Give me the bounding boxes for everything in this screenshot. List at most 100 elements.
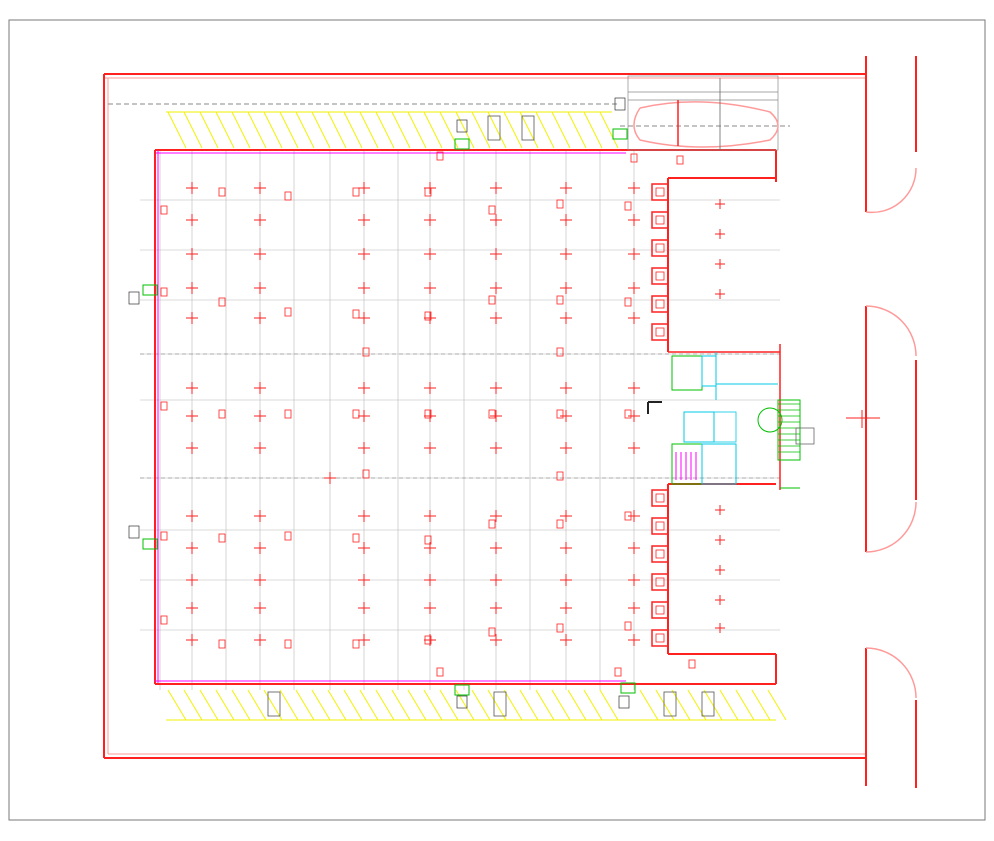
- parking-stripe-top: [391, 111, 411, 149]
- equipment-tag: [424, 635, 432, 645]
- parking-stripe-top: [295, 111, 315, 149]
- parking-stripe-bottom: [199, 689, 219, 721]
- equipment-tag: [218, 639, 226, 649]
- dock-door-inner: [655, 577, 665, 587]
- parking-stripe-bottom: [311, 689, 331, 721]
- parking-stripe-top: [311, 111, 331, 149]
- dock-door-inner: [655, 187, 665, 197]
- dock-door-frame: [651, 489, 669, 507]
- equipment-tag: [624, 621, 632, 631]
- parking-stripe-bottom: [183, 689, 203, 721]
- parking-stripe-bottom: [519, 689, 539, 721]
- dock-door-inner: [655, 493, 665, 503]
- parking-stripe-top: [583, 111, 603, 149]
- exit-arc-1: [865, 167, 917, 214]
- dock-door-frame: [651, 573, 669, 591]
- dock-door-frame: [651, 267, 669, 285]
- parking-stripe-top: [199, 111, 219, 149]
- service-box: [456, 119, 468, 133]
- equipment-tag: [218, 409, 226, 419]
- sheet-border: [8, 19, 986, 821]
- parking-stripe-top: [423, 111, 443, 149]
- parking-stripe-top: [487, 111, 507, 149]
- equipment-tag: [284, 639, 292, 649]
- parking-stripe-bottom: [343, 689, 363, 721]
- core-room-a: [671, 355, 703, 391]
- parking-stripe-top: [407, 111, 427, 149]
- dock-door-frame: [651, 601, 669, 619]
- equipment-tag: [284, 531, 292, 541]
- dock-door-frame: [651, 517, 669, 535]
- parking-stripe-top: [167, 111, 187, 149]
- parking-stripe-top: [327, 111, 347, 149]
- parked-car: [663, 691, 677, 717]
- equipment-tags: [160, 151, 696, 677]
- equipment-tag: [362, 469, 370, 479]
- parking-stripe-bottom-east: [687, 689, 707, 721]
- green-unit: [454, 138, 470, 150]
- yard-track: [633, 101, 779, 148]
- equipment-tag: [624, 511, 632, 521]
- building-walls: [154, 149, 781, 685]
- parking-stripe-bottom: [439, 689, 459, 721]
- service-core-rooms: [128, 75, 815, 709]
- green-unit: [142, 538, 158, 550]
- parking-stripe-top: [247, 111, 267, 149]
- equipment-tag: [362, 347, 370, 357]
- parking-stripe-top: [215, 111, 235, 149]
- core-room-d: [701, 443, 737, 485]
- parking-stripe-top: [375, 111, 395, 149]
- parking-stripe-bottom: [487, 689, 507, 721]
- equipment-tag: [284, 307, 292, 317]
- equipment-tag: [488, 519, 496, 529]
- parking-stripe-bottom: [551, 689, 571, 721]
- dock-door-frame: [651, 545, 669, 563]
- equipment-tag: [218, 187, 226, 197]
- parking-stripe-bottom-east: [735, 689, 755, 721]
- parking-stripe-top: [343, 111, 363, 149]
- exit-door-swings: [865, 167, 917, 699]
- parking-stripe-bottom-east: [703, 689, 723, 721]
- exit-arc-2b: [865, 501, 917, 553]
- parking-stripe-top: [455, 111, 475, 149]
- parking-stripe-top: [183, 111, 203, 149]
- parking-stripe-bottom: [599, 689, 619, 721]
- service-box: [618, 695, 630, 709]
- dock-door-inner: [655, 521, 665, 531]
- dock-door-frame: [651, 183, 669, 201]
- parking-stripe-top: [503, 111, 523, 149]
- parked-car: [701, 691, 715, 717]
- equipment-tag: [424, 311, 432, 321]
- service-box: [456, 695, 468, 709]
- parked-car: [493, 691, 507, 717]
- equipment-tag: [160, 615, 168, 625]
- parked-car: [487, 115, 501, 141]
- equipment-tag: [424, 409, 432, 419]
- equipment-tag: [218, 533, 226, 543]
- equipment-tag: [556, 623, 564, 633]
- equipment-tag: [624, 297, 632, 307]
- equipment-tag: [352, 409, 360, 419]
- dock-door-frame: [651, 211, 669, 229]
- parking-stripe-top: [519, 111, 539, 149]
- parking-stripe-bottom: [535, 689, 555, 721]
- green-unit: [620, 682, 636, 694]
- parking-stripe-bottom-east: [719, 689, 739, 721]
- equipment-tag: [218, 297, 226, 307]
- parking-stripe-bottom: [471, 689, 491, 721]
- exit-arc-2a: [865, 305, 917, 357]
- parking-stripe-bottom: [503, 689, 523, 721]
- dock-door-frame: [651, 629, 669, 647]
- core-circular-feature: [757, 407, 783, 433]
- dock-door-inner: [655, 243, 665, 253]
- equipment-tag: [556, 199, 564, 209]
- dock-door-frame: [651, 323, 669, 341]
- equipment-tag: [556, 471, 564, 481]
- equipment-tag: [556, 347, 564, 357]
- parking-stripe-top: [599, 111, 619, 149]
- equipment-tag: [424, 535, 432, 545]
- equipment-tag: [160, 205, 168, 215]
- parking-stripe-bottom: [231, 689, 251, 721]
- equipment-tag: [160, 401, 168, 411]
